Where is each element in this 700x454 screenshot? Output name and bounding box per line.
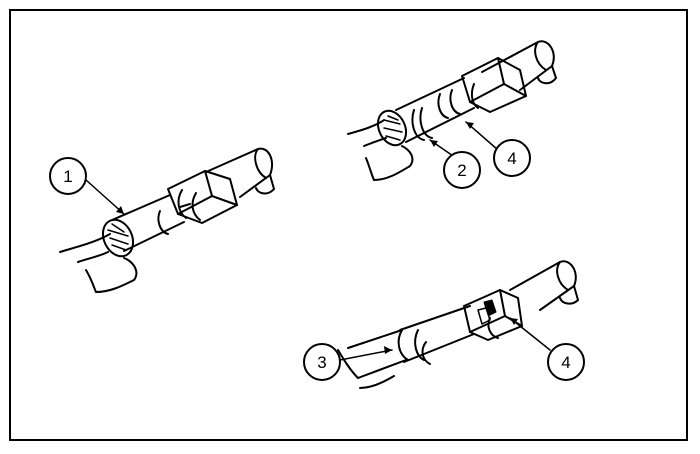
callout-2-label: 2 xyxy=(457,161,466,180)
view-1-connector-before-mating xyxy=(59,147,275,293)
callout-1: 1 xyxy=(49,157,87,195)
callout-4-lower-label: 4 xyxy=(561,353,570,372)
callout-4-lower: 4 xyxy=(547,343,585,381)
view-3-connector-mated xyxy=(337,260,579,389)
callout-4-upper: 4 xyxy=(493,139,531,177)
callout-4-upper-label: 4 xyxy=(507,149,516,168)
callout-leaders xyxy=(85,121,551,361)
callout-3-label: 3 xyxy=(317,353,326,372)
callout-2: 2 xyxy=(443,151,481,189)
callout-3: 3 xyxy=(303,343,341,381)
callout-1-label: 1 xyxy=(63,167,72,186)
view-2-sleeve-retracted xyxy=(347,40,557,181)
